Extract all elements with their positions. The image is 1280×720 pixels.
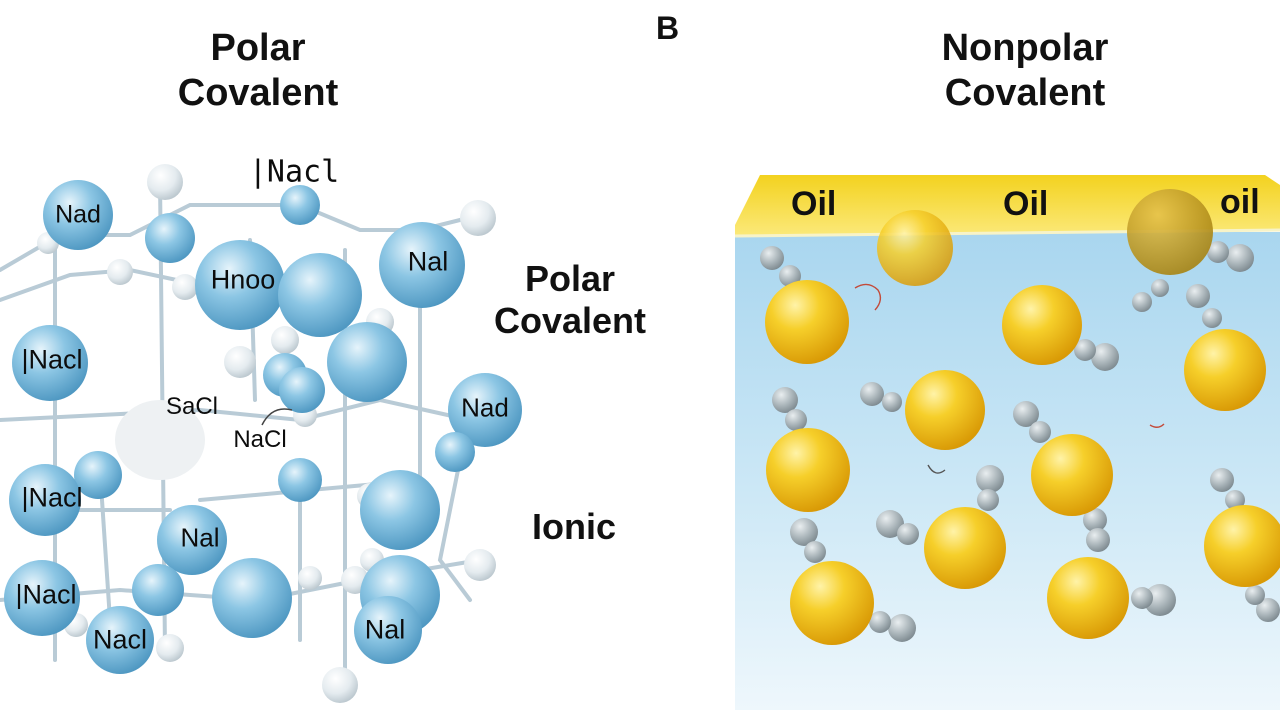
molecule-label: Nacl <box>92 624 148 655</box>
molecule-label: SaCl <box>165 393 219 420</box>
molecule-label: Nal <box>407 246 449 277</box>
molecule-label: NaCl <box>233 426 287 453</box>
left-panel-title: Polar Covalent <box>177 27 339 114</box>
panel-letter: B <box>656 10 680 46</box>
oil-label: oil <box>1220 183 1260 221</box>
molecule-label: |Nacl <box>248 154 340 190</box>
blue-ions <box>4 180 522 674</box>
molecule-label: |Nacl <box>15 579 77 610</box>
molecule-label: |Nacl <box>21 344 83 375</box>
molecule-label: Nal <box>364 614 406 645</box>
molecule-label: Nad <box>55 200 101 229</box>
molecule-label: Hnoo <box>210 264 276 295</box>
right-panel-title: Nonpolar Covalent <box>941 27 1109 114</box>
molecule-label: |Nacl <box>21 482 83 513</box>
ionic-lattice-diagram <box>0 164 522 703</box>
ionic-label: Ionic <box>532 506 617 547</box>
molecule-label: Nad <box>461 392 509 423</box>
interface-sphere <box>1127 189 1213 275</box>
oil-label: Oil <box>1003 185 1049 223</box>
molecule-label: Nal <box>180 522 220 553</box>
oil-label: Oil <box>791 185 837 223</box>
shadow-blob <box>115 400 205 480</box>
water-molecules <box>760 241 1280 642</box>
oil-spheres <box>765 210 1280 645</box>
polar-covalent-label: Polar Covalent <box>493 258 647 342</box>
